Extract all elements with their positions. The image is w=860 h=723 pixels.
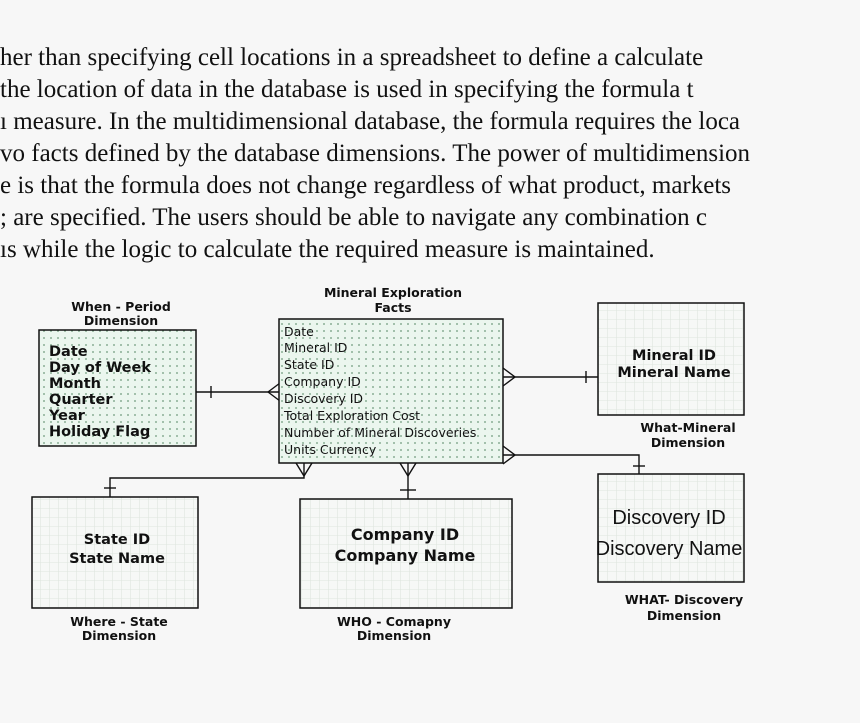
discovery-field-id: Discovery ID [612, 507, 725, 529]
facts-title-line-2: Facts [374, 300, 411, 315]
where-state-dimension: State ID State Name Where - State Dimens… [31, 496, 199, 643]
discovery-caption-line-1: WHAT- Discovery [625, 592, 743, 607]
when-caption-line-2: Dimension [84, 313, 158, 328]
facts-to-state-line [109, 463, 305, 497]
discovery-crowfoot [502, 445, 517, 465]
company-crowfoot [399, 462, 417, 478]
when-crowfoot [267, 382, 281, 402]
facts-field-discovery-id: Discovery ID [284, 391, 363, 406]
relationship-lines [104, 367, 645, 499]
state-field-id: State ID [84, 532, 150, 548]
paragraph-line: vo facts defined by the database dimensi… [0, 140, 751, 167]
when-field-holiday-flag: Holiday Flag [49, 424, 150, 440]
facts-field-units-currency: Units Currency [284, 442, 377, 457]
discovery-box [597, 473, 745, 583]
state-field-name: State Name [69, 551, 165, 567]
when-box [38, 329, 197, 447]
paragraph-line: ; are specified. The users should be abl… [0, 204, 707, 231]
facts-title-line-1: Mineral Exploration [324, 285, 462, 300]
when-caption-line-1: When - Period [71, 299, 171, 314]
facts-box [278, 318, 504, 464]
mineral-caption-line-2: Dimension [651, 435, 725, 450]
mineral-caption-line-1: What-Mineral [640, 420, 735, 435]
company-caption-line-2: Dimension [357, 628, 431, 643]
when-field-year: Year [48, 408, 86, 424]
state-caption-line-1: Where - State [70, 614, 168, 629]
company-field-id: Company ID [351, 525, 459, 544]
paragraph-line: the location of data in the database is … [0, 76, 694, 103]
when-period-dimension: When - Period Dimension Date Day of Week… [38, 299, 197, 447]
when-field-date: Date [49, 344, 88, 360]
state-crowfoot [295, 462, 313, 478]
facts-field-state-id: State ID [284, 357, 334, 372]
company-caption-line-1: WHO - Comapny [337, 614, 451, 629]
what-mineral-dimension: Mineral ID Mineral Name What-Mineral Dim… [597, 302, 745, 450]
what-discovery-dimension: Discovery ID Discovery Name WHAT- Discov… [596, 473, 745, 623]
when-field-month: Month [49, 376, 101, 392]
state-box [31, 496, 199, 609]
facts-field-mineral-id: Mineral ID [284, 340, 347, 355]
facts-field-company-id: Company ID [284, 374, 361, 389]
paragraph-line: ı measure. In the multidimensional datab… [0, 108, 741, 135]
facts-table: Mineral Exploration Facts Date Mineral I… [278, 285, 504, 464]
paragraph-line: ıs while the logic to calculate the requ… [0, 236, 655, 263]
paragraph-line: her than specifying cell locations in a … [0, 44, 704, 71]
who-company-dimension: Company ID Company Name WHO - Comapny Di… [299, 498, 513, 643]
company-box [299, 498, 513, 609]
paragraph-text: her than specifying cell locations in a … [0, 44, 860, 274]
mineral-box [597, 302, 745, 416]
state-caption-line-2: Dimension [82, 628, 156, 643]
discovery-field-name: Discovery Name [596, 538, 743, 560]
facts-to-discovery-line [503, 454, 640, 474]
mineral-field-name: Mineral Name [617, 365, 731, 381]
facts-field-total-exploration-cost: Total Exploration Cost [283, 408, 420, 423]
when-field-quarter: Quarter [49, 392, 113, 408]
mineral-field-id: Mineral ID [632, 348, 716, 364]
facts-field-number-of-discoveries: Number of Mineral Discoveries [284, 425, 476, 440]
discovery-caption-line-2: Dimension [647, 608, 721, 623]
paragraph-line: e is that the formula does not change re… [0, 172, 732, 199]
company-field-name: Company Name [335, 546, 476, 565]
mineral-crowfoot [502, 367, 517, 387]
facts-field-date: Date [284, 324, 314, 339]
when-field-day-of-week: Day of Week [49, 360, 151, 376]
